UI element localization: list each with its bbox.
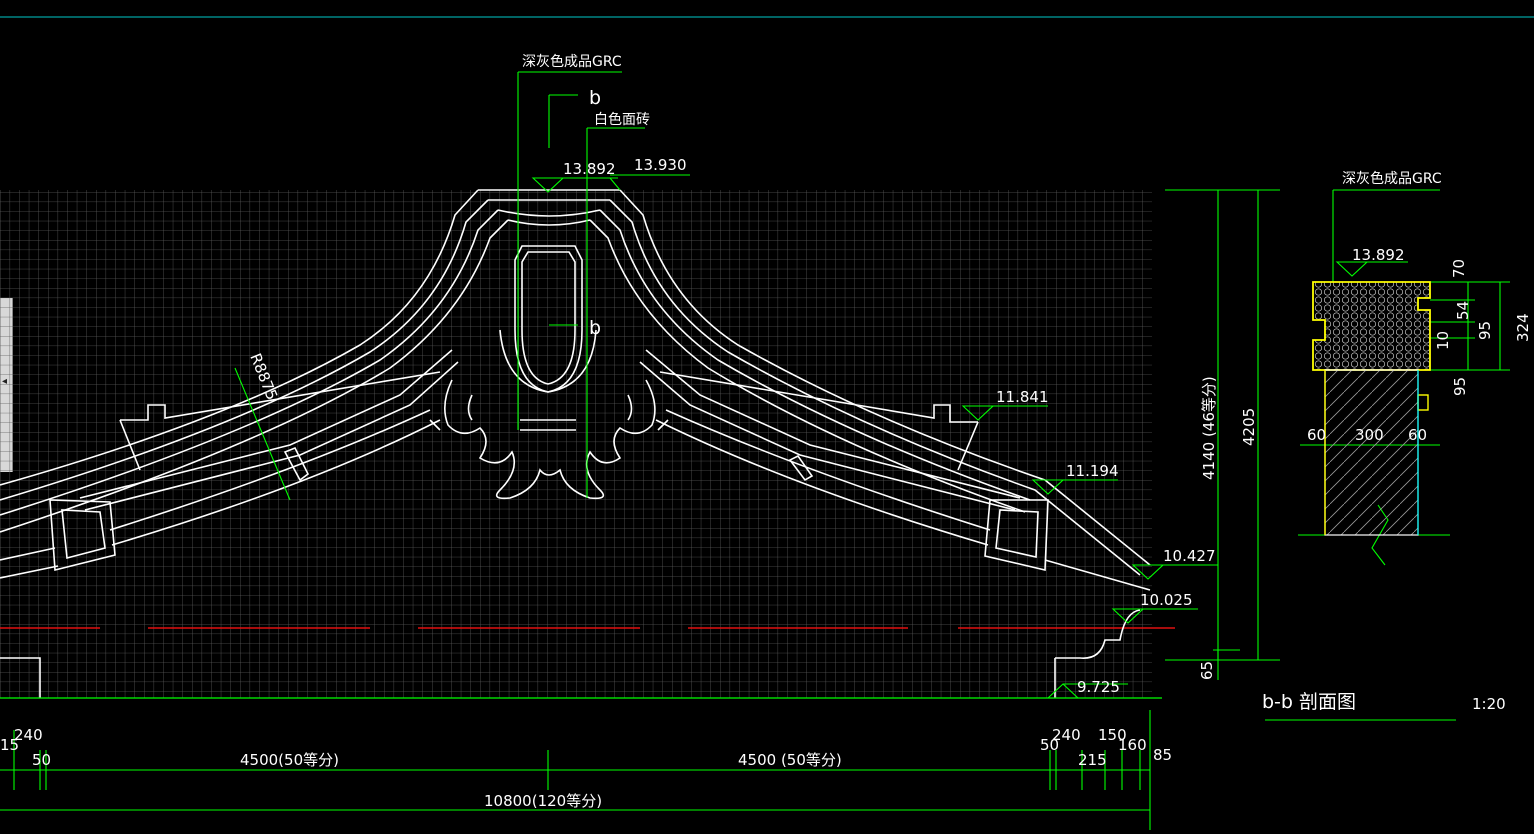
dim-240-right: 240 [1052, 726, 1081, 744]
gable-elevation-outline [0, 189, 1151, 698]
dim-total: 10800(120等分) [484, 792, 602, 810]
dim-half-left: 4500(50等分) [240, 751, 339, 769]
elev-eave-lower: 11.194 [1066, 462, 1119, 480]
section-b-b-detail [1312, 281, 1431, 536]
section-mark-label-lower: b [589, 317, 601, 339]
elev-top-left: 13.892 [563, 160, 616, 178]
elev-eave-end: 10.427 [1163, 547, 1216, 565]
dim-50-right: 50 [1040, 736, 1059, 754]
sec-dim-10: 10 [1434, 331, 1452, 350]
dim-height-total: 4205 [1240, 408, 1258, 446]
dim-height-inner: 4140 (46等分) [1200, 376, 1218, 480]
sec-dim-60b: 60 [1408, 426, 1427, 444]
dim-160: 160 [1118, 736, 1147, 754]
elev-section-top: 13.892 [1352, 246, 1405, 264]
section-scale: 1:20 [1472, 695, 1506, 713]
sec-dim-300: 300 [1355, 426, 1384, 444]
label-white-tile: 白色面砖 [594, 111, 650, 128]
sec-dim-70: 70 [1450, 259, 1468, 278]
sec-dim-324: 324 [1514, 313, 1532, 342]
dim-50-left: 50 [32, 751, 51, 769]
dim-85: 85 [1153, 746, 1172, 764]
elev-base-top: 10.025 [1140, 591, 1193, 609]
sec-dim-60a: 60 [1307, 426, 1326, 444]
elev-top-right: 13.930 [634, 156, 687, 174]
sec-dim-95b: 95 [1451, 377, 1469, 396]
label-grc-section: 深灰色成品GRC [1342, 170, 1442, 187]
annotations: 深灰色成品GRC b b 白色面砖 13.892 13.930 R8875 11… [0, 53, 1532, 810]
dim-240-left: 240 [14, 726, 43, 744]
label-grc-top: 深灰色成品GRC [522, 53, 622, 70]
section-mark-label: b [589, 87, 601, 109]
dimension-lines [0, 71, 1510, 830]
dim-15: 15 [0, 736, 19, 754]
elev-eave-mid: 11.841 [996, 388, 1049, 406]
elev-ground: 9.725 [1077, 678, 1120, 696]
dim-65: 65 [1198, 661, 1216, 680]
sec-dim-95a: 95 [1476, 321, 1494, 340]
tile-grid [0, 190, 1152, 698]
dim-half-right: 4500 (50等分) [738, 751, 842, 769]
dim-215: 215 [1078, 751, 1107, 769]
section-title: b-b 剖面图 [1262, 691, 1356, 713]
dim-150: 150 [1098, 726, 1127, 744]
sec-dim-54: 54 [1454, 301, 1472, 320]
